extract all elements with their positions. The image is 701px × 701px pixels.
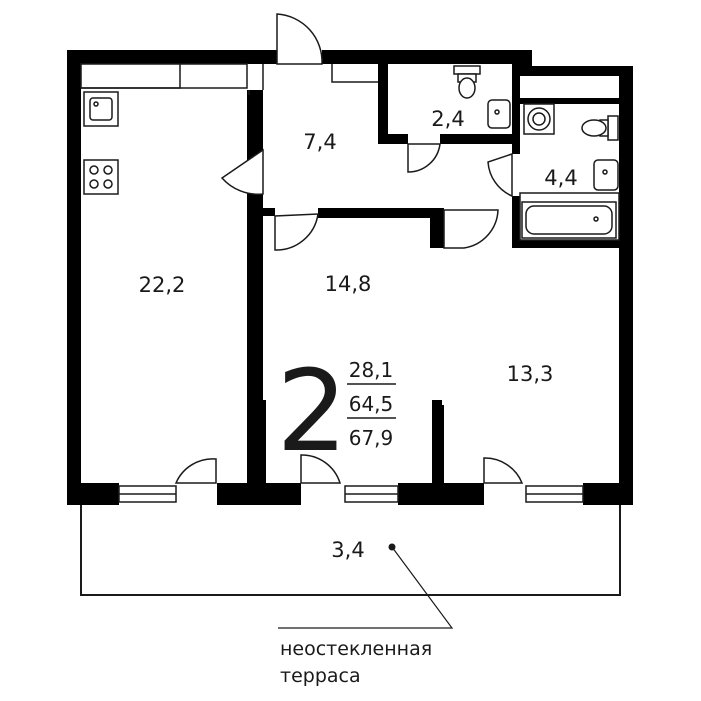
room-area-terrace: 3,4 [331,538,364,562]
terrace-note-line-2: терраса [280,665,361,687]
kitchen-balcony-door [174,458,217,484]
center-bedroom-door [274,213,319,251]
room-area-kitchen: 22,2 [139,273,186,297]
right-bedroom-door [443,209,499,249]
total-area: 64,5 [349,392,394,416]
room-area-hall: 7,4 [303,130,336,154]
fixtures [83,65,619,239]
window-center [344,485,399,503]
entrance-door [276,13,323,65]
bathroom-door [487,152,513,198]
terrace-outline [80,505,621,596]
thin-lines [80,63,620,241]
room-area-bedroom-center: 14,8 [325,272,372,296]
wc-door [407,143,441,173]
kitchen-sink-icon [83,91,119,127]
bath-toilet-icon [581,115,619,141]
kitchen-door [220,148,264,196]
right-balcony-door [483,457,524,484]
bathtub-icon [521,201,617,239]
rooms-count: 2 [276,347,347,477]
windows [118,485,584,503]
wc-sink-icon [487,99,511,129]
room-area-bedroom-right: 13,3 [507,362,554,386]
bath-sink-icon [593,159,619,191]
total-area-with-terrace: 67,9 [349,426,394,450]
window-kitchen [118,485,177,503]
stove-icon [83,159,119,195]
window-right [525,485,584,503]
walls [67,50,633,505]
doors [174,13,524,484]
toilet-icon [453,65,481,99]
room-area-wc: 2,4 [431,107,464,131]
terrace-pointer-line [278,546,454,629]
washing-machine-icon [523,103,555,135]
living-area: 28,1 [349,358,394,382]
center-balcony-door [300,454,342,484]
terrace-note-line-1: неостекленная [280,638,432,660]
room-area-bathroom: 4,4 [544,166,577,190]
